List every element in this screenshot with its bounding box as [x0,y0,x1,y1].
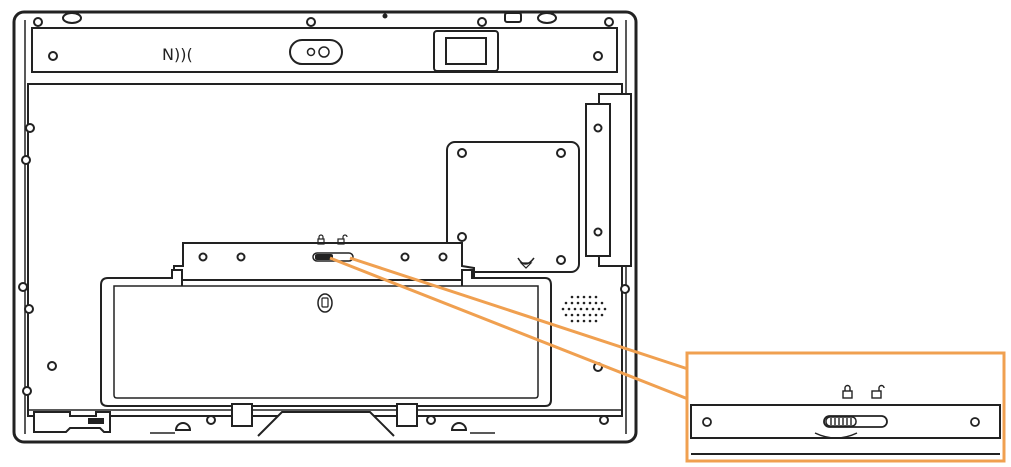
camera-module [289,39,343,65]
screw [48,51,58,61]
top-dot [382,13,388,19]
screw [33,17,43,27]
screw [426,415,436,425]
top-port-usb [504,12,522,23]
bottom-bump-right [450,422,468,431]
callout-detail-box [685,351,1006,463]
screws [18,17,630,425]
screw [18,282,28,292]
speaker-grille [561,295,607,323]
tablet-outer-shell [12,10,638,444]
dock-connector [257,411,395,437]
bottom-edge-features [33,403,495,437]
top-port-left [62,12,82,24]
screw [970,417,980,427]
kickstand-hinge-right [396,403,418,427]
lock-closed-icon [317,234,325,245]
battery-icon [317,293,333,313]
screw [21,155,31,165]
screw [599,415,609,425]
screw [25,123,35,133]
square-sensor [433,30,499,72]
screw [306,17,316,27]
lock-open-icon [337,234,348,245]
screw [477,17,487,27]
screw [47,361,57,371]
screw [702,417,712,427]
top-band [31,27,618,73]
lock-slider [312,252,354,262]
bottom-port [33,411,111,433]
lock-open-icon [871,384,885,399]
kickstand-hinge-left [231,403,253,427]
screw [593,51,603,61]
screw [24,304,34,314]
screw [22,386,32,396]
triangle-down-icon [519,262,533,269]
side-connector-module [585,93,632,267]
battery-pack [100,269,552,407]
top-port-right [537,12,557,24]
access-cover [446,141,580,273]
nfc-marking: N))( [162,45,193,64]
bottom-bump-left [174,422,192,431]
lock-slider-detail [823,415,888,428]
screw [620,284,630,294]
lock-marks-small [317,234,348,245]
callout-leader-lines [329,256,689,401]
screw [604,17,614,27]
lock-closed-icon [842,384,853,399]
top-edge-features [62,12,557,24]
screw [206,415,216,425]
